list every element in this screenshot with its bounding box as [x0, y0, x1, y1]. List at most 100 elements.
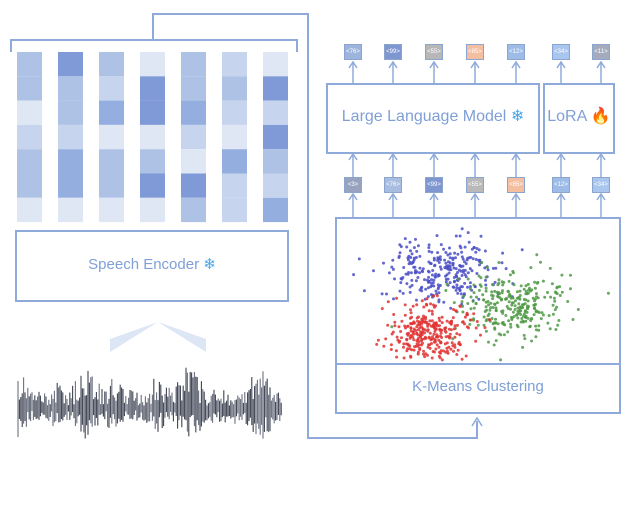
cluster-point	[422, 314, 425, 318]
cluster-point	[504, 267, 508, 271]
feature-cell	[263, 149, 288, 174]
cluster-point	[465, 258, 469, 262]
cluster-point	[402, 266, 406, 269]
cluster-point	[521, 345, 525, 349]
cluster-point	[472, 246, 476, 250]
cluster-point	[391, 267, 395, 271]
kmeans-to-input-arrow-7-head	[596, 192, 606, 201]
cluster-point	[447, 271, 451, 275]
cluster-point	[458, 333, 462, 337]
cluster-point	[452, 349, 455, 353]
cluster-point	[560, 290, 564, 294]
cluster-point	[421, 267, 425, 271]
cluster-point	[456, 348, 460, 352]
cluster-point	[493, 289, 497, 293]
feature-cell	[181, 149, 206, 174]
cluster-point	[430, 319, 434, 323]
feature-cell	[99, 76, 124, 101]
feature-cell	[222, 76, 247, 101]
cluster-point	[442, 247, 446, 251]
cluster-point	[553, 299, 557, 303]
cluster-point	[410, 252, 414, 256]
cluster-point	[384, 337, 388, 341]
kmeans-label-wrap: K-Means Clustering	[336, 378, 620, 395]
cluster-point	[532, 313, 536, 317]
cluster-point	[479, 234, 483, 238]
cluster-point	[510, 316, 514, 320]
cluster-point	[491, 297, 495, 301]
cluster-point	[439, 351, 443, 355]
cluster-point	[385, 292, 388, 296]
cluster-point	[420, 333, 424, 337]
cluster-point	[458, 234, 462, 238]
cluster-point	[515, 290, 519, 294]
cluster-point	[511, 310, 515, 314]
cluster-point	[362, 289, 366, 293]
cluster-point	[405, 349, 409, 353]
cluster-point	[512, 315, 516, 318]
cluster-point	[415, 298, 418, 302]
cluster-point	[560, 273, 564, 277]
cluster-point	[486, 300, 490, 303]
cluster-point	[437, 354, 441, 358]
cluster-point	[549, 295, 553, 299]
cluster-point	[437, 274, 441, 277]
cluster-point	[474, 339, 478, 343]
cluster-point	[387, 271, 391, 275]
cluster-point	[445, 346, 449, 350]
cluster-point	[464, 354, 468, 358]
cluster-point	[418, 347, 422, 350]
output-token-5: <12>	[507, 44, 525, 60]
cluster-point	[434, 327, 438, 331]
cluster-point	[463, 268, 467, 272]
cluster-point	[539, 260, 542, 264]
cluster-scatter-plot	[352, 227, 610, 362]
cluster-point	[449, 347, 453, 351]
cluster-point	[494, 266, 498, 270]
cluster-point	[408, 285, 412, 289]
cluster-point	[412, 338, 416, 342]
cluster-point	[455, 332, 459, 336]
cluster-point	[534, 324, 538, 328]
cluster-point	[484, 286, 488, 290]
feature-cell	[58, 76, 83, 101]
cluster-point	[522, 333, 526, 337]
cluster-point	[500, 291, 504, 295]
encoder-feature-grid	[17, 52, 288, 223]
cluster-point	[554, 291, 558, 295]
feature-cell	[222, 197, 247, 223]
cluster-point	[386, 323, 390, 327]
feature-cell	[58, 173, 83, 198]
cluster-point	[390, 265, 394, 269]
cluster-point	[414, 279, 418, 283]
cluster-point	[410, 333, 413, 337]
feature-cell	[263, 197, 288, 223]
cluster-point	[422, 305, 426, 309]
cluster-point	[432, 350, 436, 354]
cluster-point	[472, 306, 476, 310]
feature-cell	[181, 76, 206, 101]
cluster-point	[453, 279, 456, 283]
cluster-point	[502, 333, 506, 337]
cluster-point	[557, 319, 561, 322]
cluster-point	[482, 298, 486, 302]
input-to-llm-arrow-3-head	[429, 152, 439, 161]
cluster-point	[523, 310, 527, 314]
cluster-point	[493, 326, 497, 330]
cluster-point	[402, 356, 406, 360]
cluster-point	[433, 323, 437, 327]
cluster-point	[460, 300, 464, 304]
cluster-point	[511, 271, 515, 275]
feature-cell	[263, 52, 288, 77]
cluster-point	[463, 245, 467, 249]
cluster-point	[443, 327, 447, 331]
cluster-point	[412, 256, 416, 260]
feature-cell	[17, 100, 42, 125]
cluster-point	[527, 288, 531, 292]
kmeans-to-input-arrow-6-head	[556, 192, 566, 201]
cluster-point	[463, 322, 466, 326]
cluster-point	[394, 349, 398, 353]
cluster-point	[524, 298, 528, 302]
cluster-point	[414, 271, 417, 275]
